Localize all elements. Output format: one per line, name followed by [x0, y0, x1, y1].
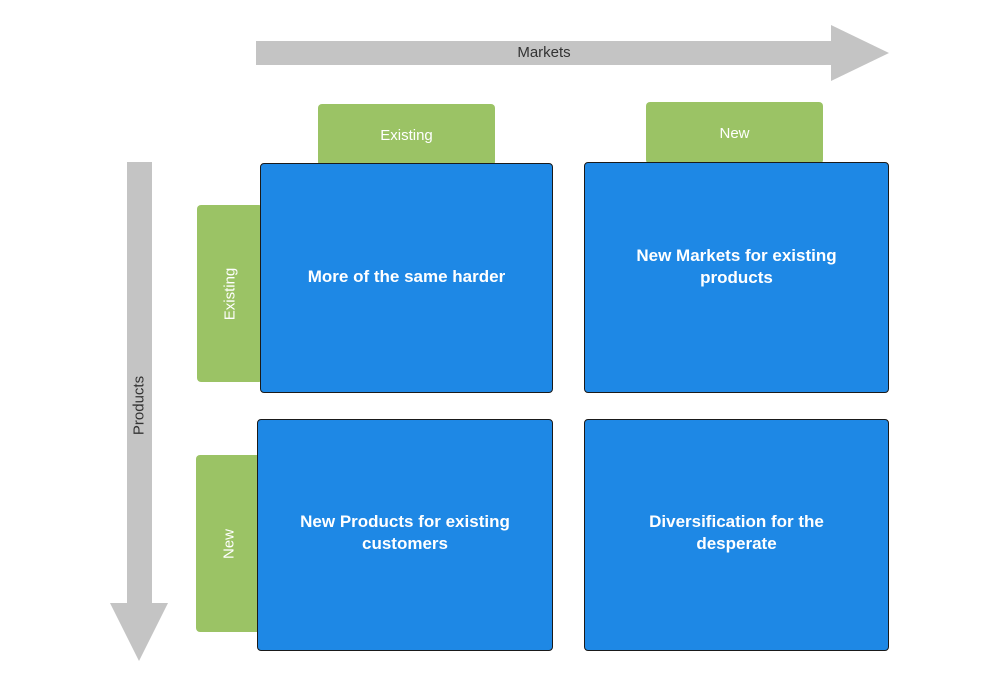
cell-existing-products-new-markets: New Markets for existing products — [584, 162, 889, 393]
cell-existing-existing-text: More of the same harder — [307, 267, 506, 286]
markets-arrow-head-icon — [831, 25, 889, 81]
product-tab-new: New — [196, 455, 262, 632]
products-arrow-shaft — [127, 162, 152, 604]
cell-new-existing-text: New Products for existing customers — [300, 512, 510, 553]
cell-existing-new-text: New Markets for existing products — [636, 245, 837, 287]
market-tab-existing: Existing — [318, 104, 495, 166]
cell-new-products-new-markets: Diversification for the desperate — [584, 419, 889, 651]
products-axis-label: Products — [130, 375, 148, 436]
markets-axis-label: Markets — [517, 44, 571, 61]
market-tab-new: New — [646, 102, 823, 164]
products-arrow-head-icon — [110, 603, 168, 661]
cell-new-products-existing-markets: New Products for existing customers — [257, 419, 553, 651]
market-tab-existing-label: Existing — [380, 126, 433, 144]
product-tab-existing-label: Existing — [221, 267, 239, 320]
market-tab-new-label: New — [719, 124, 750, 142]
cell-existing-products-existing-markets: More of the same harder — [260, 163, 553, 393]
product-tab-existing: Existing — [197, 205, 263, 382]
cell-new-new-text: Diversification for the desperate — [649, 512, 824, 553]
product-tab-new-label: New — [220, 528, 238, 559]
markets-arrow-shaft — [256, 41, 832, 65]
